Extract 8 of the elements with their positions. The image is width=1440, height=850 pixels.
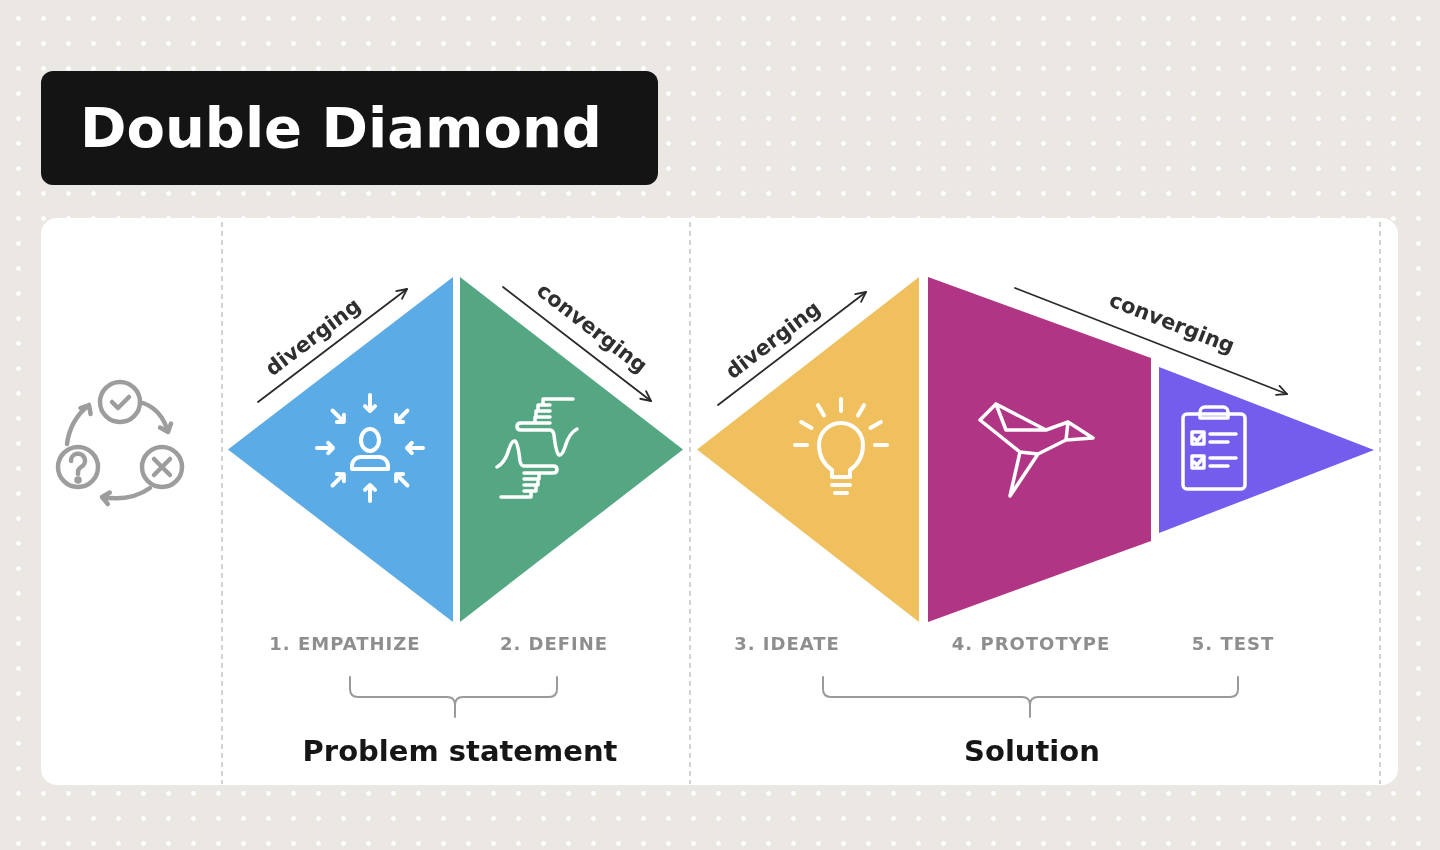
- group-label: Solution: [964, 736, 1100, 766]
- phase-label: 1. EMPATHIZE: [269, 635, 421, 653]
- phase-label: 3. IDEATE: [734, 635, 840, 653]
- diagram-title: Double Diamond: [80, 100, 602, 156]
- phase-label: 2. DEFINE: [499, 635, 609, 653]
- phase-label: 5. TEST: [1191, 635, 1275, 653]
- phase-label: 4. PROTOTYPE: [951, 635, 1111, 653]
- group-label: Problem statement: [302, 736, 618, 766]
